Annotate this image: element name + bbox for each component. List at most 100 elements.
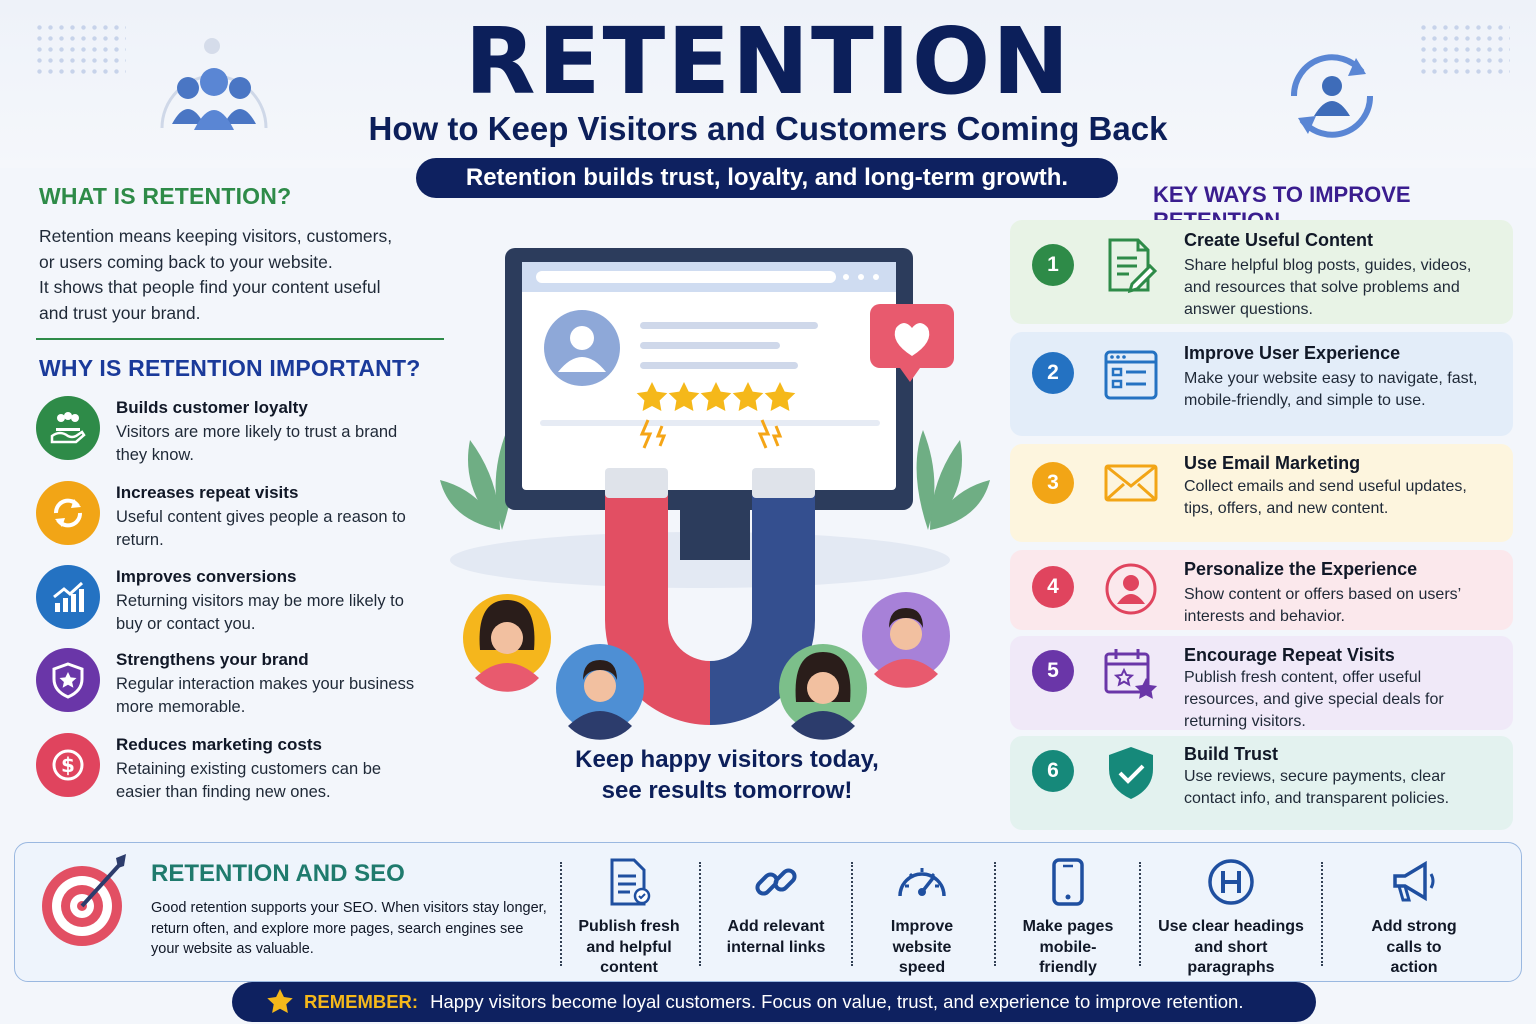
why-item: $ Reduces marketing costs Retaining exis…: [36, 733, 446, 813]
seo-tip: Use clear headings and short paragraphs: [1156, 858, 1306, 979]
seo-heading: RETENTION AND SEO: [151, 860, 405, 887]
why-item-title: Reduces marketing costs: [116, 735, 322, 754]
shield-star-icon: [36, 648, 100, 712]
why-item-title: Increases repeat visits: [116, 483, 299, 502]
seo-tip-label: Publish fresh and helpful content: [578, 918, 680, 976]
key-title: Build Trust: [1184, 744, 1278, 764]
key-card: 2 Improve User Experience Make your webs…: [1010, 332, 1513, 436]
growth-chart-icon: [36, 565, 100, 629]
tagline-banner: Retention builds trust, loyalty, and lon…: [416, 158, 1118, 198]
calendar-star-icon: [1104, 649, 1158, 699]
heading-h-icon: [1208, 859, 1254, 905]
slogan-line-2: see results tomorrow!: [601, 777, 853, 804]
key-card: 6 Build Trust Use reviews, secure paymen…: [1010, 736, 1513, 830]
seo-tip: Add strong calls to action: [1362, 858, 1466, 979]
section-divider: [36, 338, 444, 340]
key-desc: Share helpful blog posts, guides, videos…: [1184, 257, 1472, 318]
shield-check-icon: [1109, 747, 1153, 799]
why-item-desc: Useful content gives people a reason to …: [116, 508, 406, 549]
seo-tip: Publish fresh and helpful content: [574, 858, 684, 979]
why-item: Builds customer loyalty Visitors are mor…: [36, 396, 446, 476]
why-item: Improves conversions Returning visitors …: [36, 565, 446, 645]
key-title: Encourage Repeat Visits: [1184, 645, 1395, 665]
seo-tip: Add relevant internal links: [716, 858, 836, 958]
user-circle-icon: [1105, 563, 1157, 615]
key-card: 1 Create Useful Content Share helpful bl…: [1010, 220, 1513, 324]
document-pencil-icon: [1108, 238, 1158, 294]
slogan-line-1: Keep happy visitors today,: [575, 746, 879, 773]
dot-pattern-right: [1418, 22, 1510, 78]
why-item: Strengthens your brand Regular interacti…: [36, 648, 446, 728]
page-subtitle: How to Keep Visitors and Customers Comin…: [368, 110, 1168, 147]
why-item-title: Builds customer loyalty: [116, 398, 308, 417]
avatar-man-blue: [556, 644, 644, 740]
seo-tip-label: Add strong calls to action: [1371, 918, 1457, 976]
key-title: Improve User Experience: [1184, 343, 1401, 363]
seo-tip: Make pages mobile-friendly: [1018, 858, 1118, 979]
monitor-magnet-illustration: [440, 248, 990, 740]
why-item-desc: Regular interaction makes your business …: [116, 675, 415, 716]
dollar-icon: $: [36, 733, 100, 797]
remember-text: Happy visitors become loyal customers. F…: [430, 991, 1244, 1012]
refresh-icon: [36, 481, 100, 545]
avatar-man-purple: [862, 592, 950, 688]
seo-tip: Improve website speed: [872, 858, 972, 979]
heart-bubble-icon: [870, 304, 954, 382]
why-item-desc: Retaining existing customers can be easi…: [116, 760, 382, 801]
separator: [994, 862, 996, 966]
why-heading: WHY IS RETENTION IMPORTANT?: [39, 355, 421, 381]
document-icon: [610, 858, 651, 906]
rating-stars: [636, 382, 796, 411]
loyalty-hand-icon: [36, 396, 100, 460]
separator: [1321, 862, 1323, 966]
target-arrow-icon: [42, 854, 126, 946]
seo-tip-label: Use clear headings and short paragraphs: [1158, 918, 1304, 976]
page-title: RETENTION: [464, 8, 1072, 115]
link-icon: [755, 868, 797, 896]
key-title: Use Email Marketing: [1184, 453, 1361, 473]
key-number: 4: [1032, 566, 1074, 608]
star-icon: [267, 989, 293, 1013]
remember-label: REMEMBER:: [304, 991, 419, 1012]
slogan: Keep happy visitors today, see results t…: [540, 744, 914, 806]
megaphone-icon: [1393, 860, 1435, 902]
key-number: 3: [1032, 462, 1074, 504]
seo-tip-label: Add relevant internal links: [726, 918, 826, 956]
why-item-title: Strengthens your brand: [116, 650, 309, 669]
what-line-3: It shows that people find your content u…: [39, 277, 381, 297]
seo-tip-label: Improve website speed: [890, 918, 954, 976]
key-desc: Make your website easy to navigate, fast…: [1184, 370, 1478, 409]
separator: [851, 862, 853, 966]
key-number: 1: [1032, 244, 1074, 286]
key-number: 2: [1032, 352, 1074, 394]
separator: [699, 862, 701, 966]
why-item-desc: Returning visitors may be more likely to…: [116, 592, 404, 633]
key-desc: Collect emails and send useful updates, …: [1184, 478, 1467, 517]
key-card: 5 Encourage Repeat Visits Publish fresh …: [1010, 636, 1513, 730]
separator: [560, 862, 562, 966]
header-background: [0, 0, 1536, 168]
what-description: Retention means keeping visitors, custom…: [39, 224, 439, 326]
key-title: Personalize the Experience: [1184, 559, 1418, 579]
user-refresh-icon: [1290, 54, 1374, 138]
key-desc: Use reviews, secure payments, clear cont…: [1184, 768, 1450, 807]
key-title: Create Useful Content: [1184, 230, 1374, 250]
seo-tip-label: Make pages mobile-friendly: [1022, 918, 1114, 976]
users-group-icon: [160, 38, 268, 130]
seo-description: Good retention supports your SEO. When v…: [151, 900, 547, 957]
leaves-right: [916, 430, 990, 530]
why-item: Increases repeat visits Useful content g…: [36, 481, 446, 561]
speedometer-icon: [898, 868, 946, 897]
key-card: 3 Use Email Marketing Collect emails and…: [1010, 444, 1513, 542]
avatar-woman-green: [779, 644, 867, 740]
key-number: 5: [1032, 650, 1074, 692]
key-desc: Publish fresh content, offer useful reso…: [1184, 669, 1444, 730]
separator: [1139, 862, 1141, 966]
dot-pattern-left: [34, 22, 126, 78]
remember-banner: REMEMBER: Happy visitors become loyal cus…: [232, 982, 1316, 1022]
envelope-icon: [1104, 464, 1158, 502]
why-item-desc: Visitors are more likely to trust a bran…: [116, 423, 398, 464]
leaves-left: [440, 430, 514, 530]
svg-text:$: $: [61, 753, 75, 777]
seo-panel: [14, 842, 1522, 982]
